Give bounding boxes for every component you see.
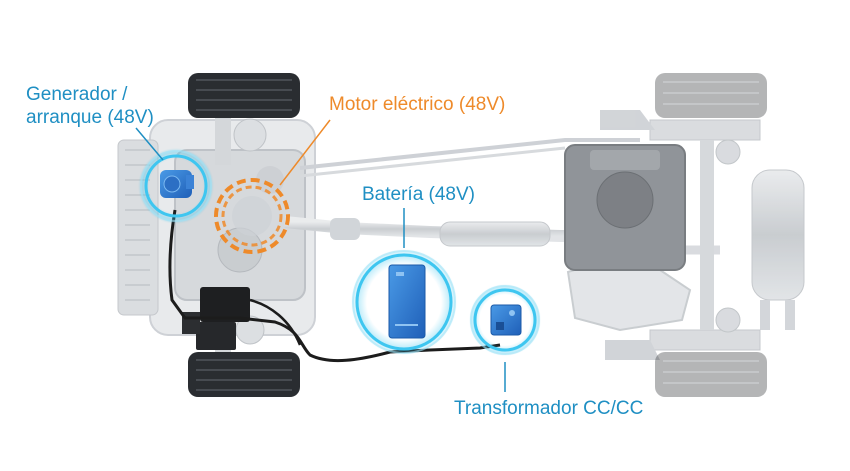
wheel-icon [188,73,300,118]
label-generator: Generador / arranque (48V) [26,83,154,129]
label-transformer: Transformador CC/CC [454,398,644,419]
dcdc-converter-icon [490,304,522,336]
chassis [117,105,805,360]
high-voltage-cable [168,209,501,363]
leader-generator [135,127,164,161]
wheel-icon [655,73,767,118]
generator-unit-icon [160,170,194,198]
label-generator-line1: Generador / [26,84,128,105]
leader-motor [279,119,331,186]
battery-pack-icon [388,264,426,339]
label-battery: Batería (48V) [362,184,475,205]
label-motor: Motor eléctrico (48V) [329,94,506,115]
wheel-icon [188,352,300,397]
label-generator-line2: arranque (48V) [26,107,154,128]
motor-highlight [214,178,290,254]
wheel-icon [655,352,767,397]
